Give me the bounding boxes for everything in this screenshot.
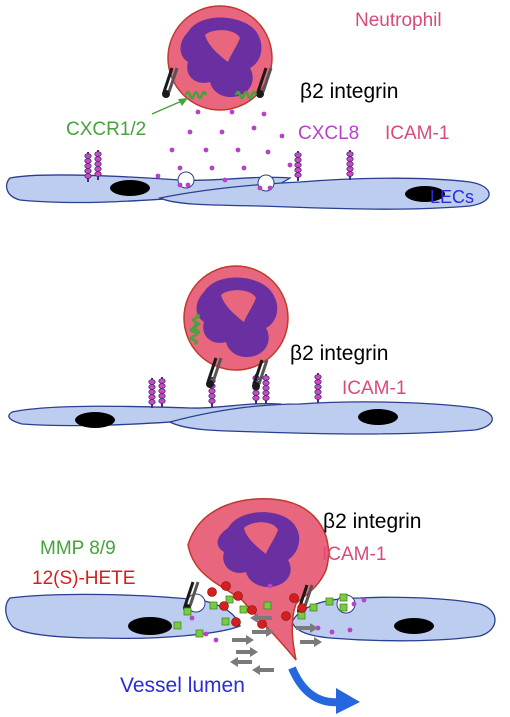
neutrophil-cell [187, 498, 330, 661]
cxcr-label: CXCR1/2 [66, 119, 146, 140]
icam-label: ICAM-1 [342, 378, 406, 399]
icam-receptor [261, 373, 271, 405]
cxcl8-dots [155, 109, 293, 191]
lec-nucleus [358, 409, 398, 425]
mmp-label: MMP 8/9 [40, 538, 116, 559]
icam-receptor [345, 149, 355, 181]
icam-receptor [313, 372, 323, 404]
vessel-arrowhead [336, 688, 360, 714]
neutrophil-cell [183, 265, 289, 371]
lec-nucleus [128, 617, 172, 635]
cxcl8-dots [189, 583, 367, 643]
neutrophil-label: Neutrophil [355, 10, 442, 31]
vessel-direction-arrow [288, 666, 341, 707]
icam-receptor [83, 151, 93, 183]
neutrophil-nucleus [196, 277, 278, 358]
lec-nucleus [75, 412, 115, 428]
beta2-integrin-label: β2 integrin [300, 80, 398, 103]
icam-receptor [293, 150, 303, 182]
icam-receptor [147, 377, 157, 409]
panel-1: Neutrophil β2 integrin CXCR1/2 CXCL8 ICA… [5, 5, 490, 210]
icam-label: ICAM-1 [385, 123, 449, 144]
icam-receptor [157, 376, 167, 408]
panel-3: β2 integrin ICAM-1 MMP 8/9 12(S)-HETE Ve… [5, 498, 496, 714]
beta2-integrin-label: β2 integrin [290, 342, 388, 365]
neutrophil-nucleus [217, 512, 300, 588]
panel-2: β2 integrin ICAM-1 [8, 265, 493, 435]
lec-nucleus [110, 180, 150, 196]
lec-nucleus [405, 186, 445, 202]
cxcr-arrowhead [178, 98, 188, 106]
lec-cell-right [291, 596, 496, 642]
migration-arrows [230, 613, 322, 675]
cxcl8-label: CXCL8 [298, 123, 359, 144]
icam-label: ICAM-1 [322, 544, 386, 565]
vessel-lumen-label: Vessel lumen [120, 674, 245, 697]
lec-cell-right [168, 401, 493, 435]
neutrophil-cell [167, 5, 273, 111]
cxcr-pointer-arrow [151, 99, 185, 115]
hete-label: 12(S)-HETE [32, 568, 135, 589]
mmp-squares [173, 593, 348, 638]
lec-cell-right [157, 177, 490, 210]
lecs-label: LECs [430, 187, 474, 207]
neutrophil-nucleus [180, 17, 262, 98]
beta2-integrin-label: β2 integrin [323, 510, 421, 533]
lec-nucleus [394, 618, 434, 634]
icam-receptor [93, 149, 103, 181]
hete-molecules [207, 581, 307, 629]
